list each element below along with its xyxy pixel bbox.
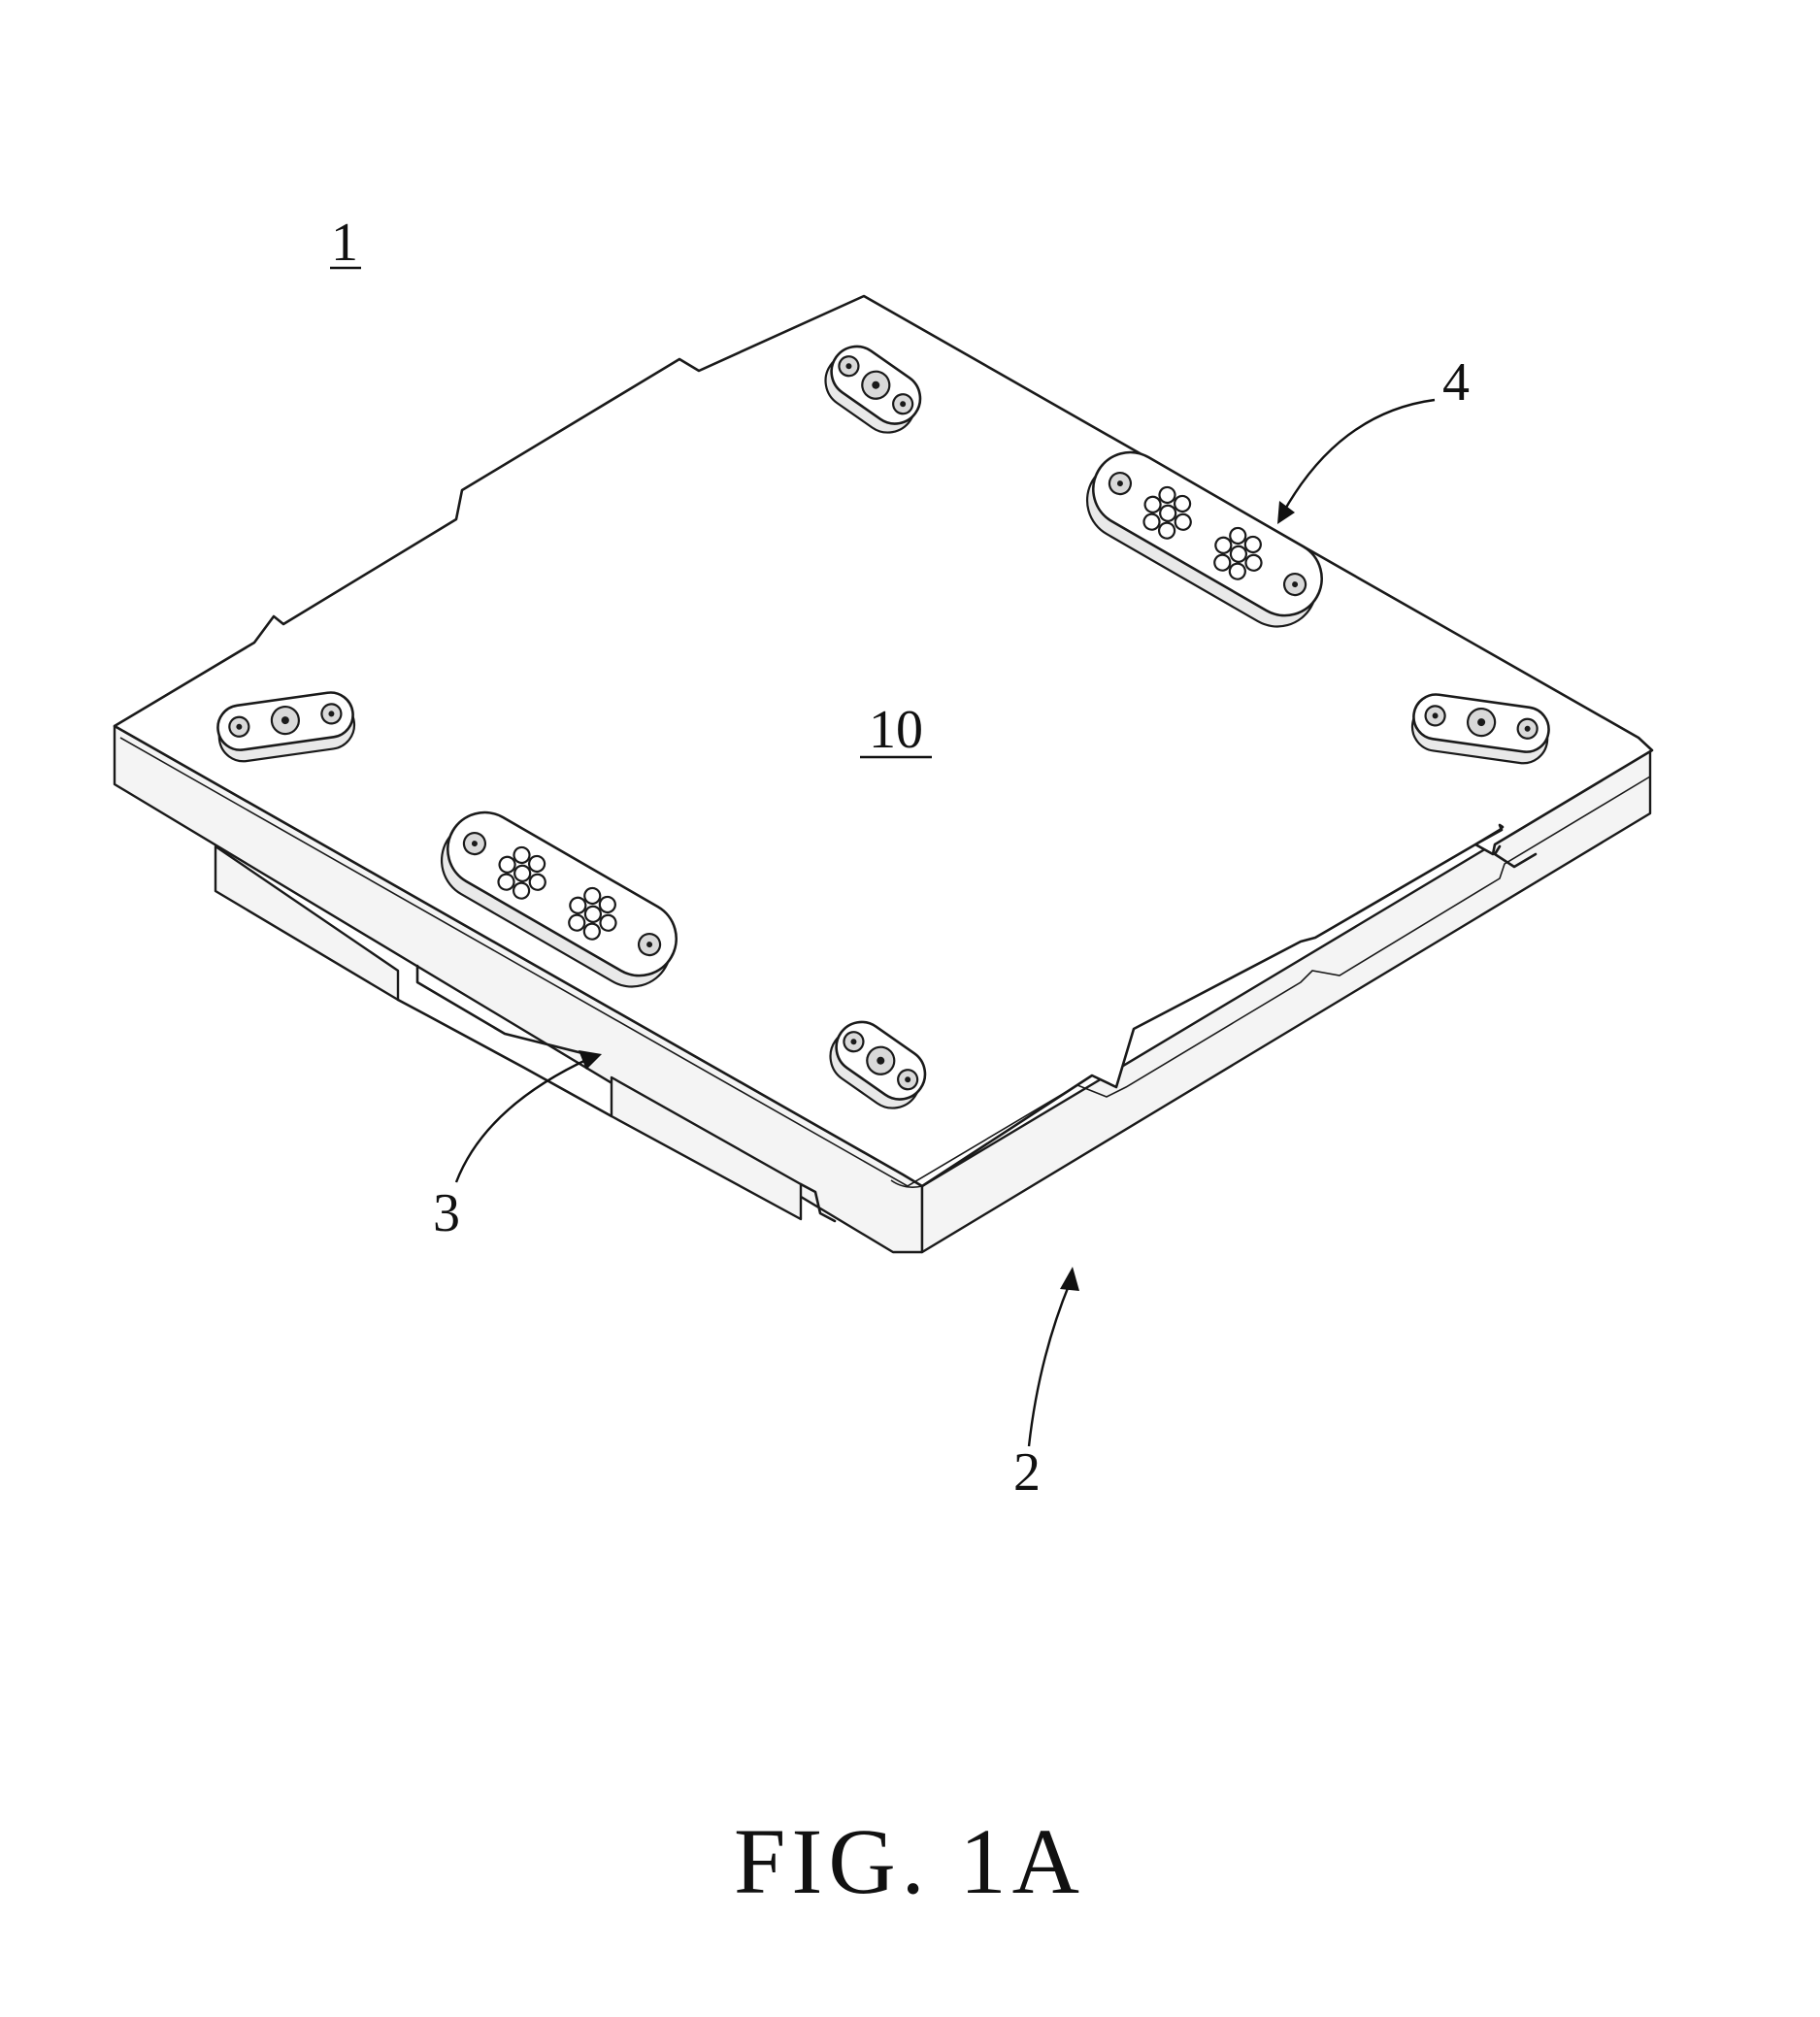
reference-numeral-1: 1 — [331, 213, 358, 273]
leader-line — [456, 1058, 590, 1182]
reference-numeral-2: 2 — [1013, 1442, 1041, 1503]
leader-line — [1029, 1283, 1070, 1446]
reference-numeral-4: 4 — [1442, 352, 1470, 413]
reference-numeral-3: 3 — [433, 1183, 460, 1243]
label-assembly: 1 — [330, 213, 361, 273]
label-surface: 10 — [860, 700, 932, 760]
arrow-icon — [1277, 501, 1295, 524]
reference-numeral-10: 10 — [869, 700, 923, 760]
label-connector: 3 — [433, 1050, 602, 1243]
leader-line — [1283, 400, 1435, 513]
figure-caption: FIG. 1A — [734, 1809, 1085, 1913]
label-pad: 4 — [1277, 352, 1470, 524]
label-base: 2 — [1013, 1267, 1079, 1503]
arrow-icon — [1060, 1267, 1079, 1291]
plate — [115, 296, 1652, 1252]
